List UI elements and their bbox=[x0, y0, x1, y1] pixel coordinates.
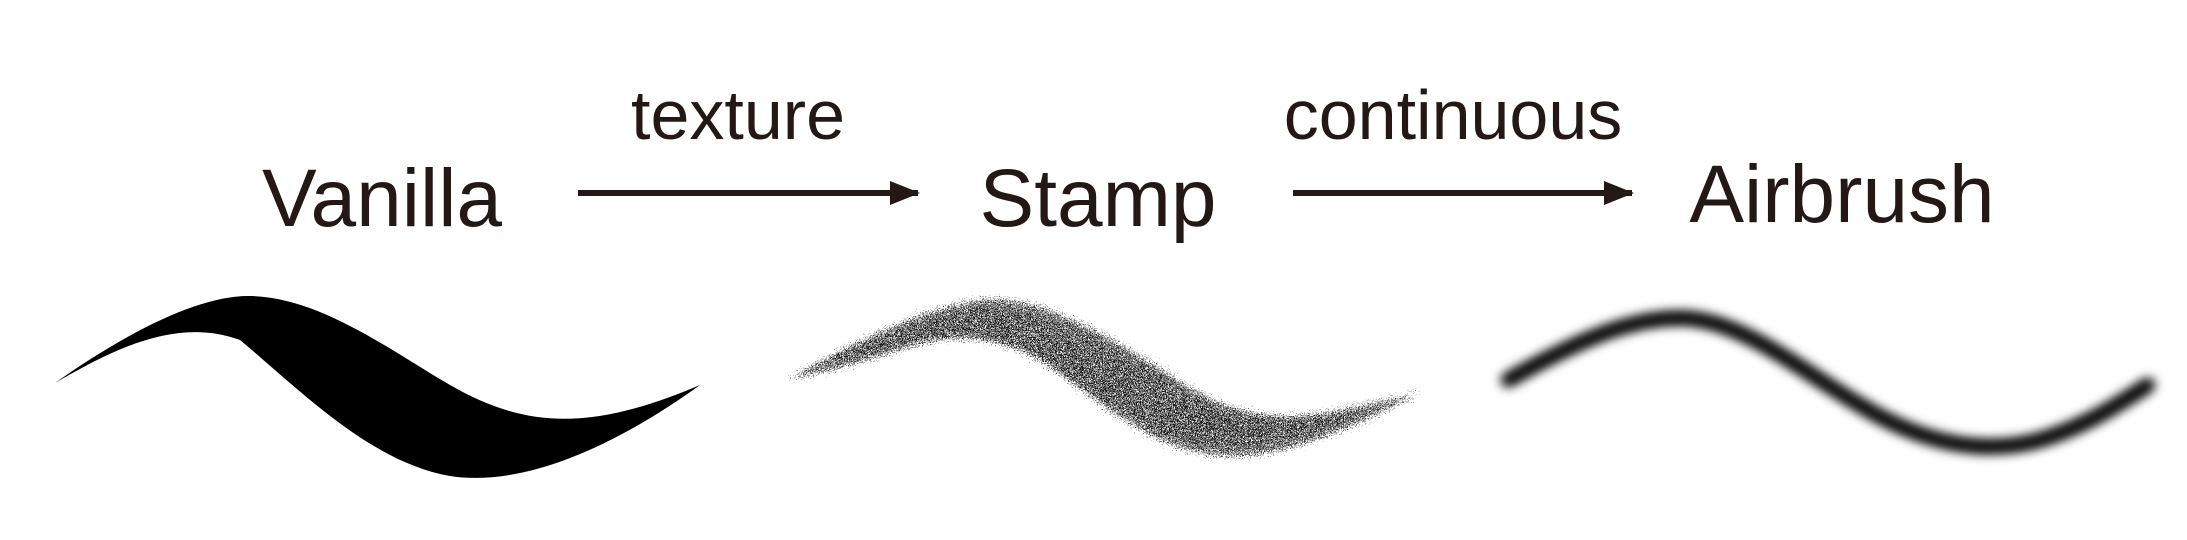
stage-label-airbrush: Airbrush bbox=[1689, 149, 1994, 240]
airbrush-brush-stroke bbox=[1501, 310, 2155, 454]
edge-label-continuous: continuous bbox=[1284, 76, 1623, 154]
edge-label-texture: texture bbox=[631, 76, 845, 154]
stage-label-stamp: Stamp bbox=[980, 153, 1217, 244]
vanilla-brush-stroke bbox=[55, 296, 700, 478]
stage-label-vanilla: Vanilla bbox=[262, 153, 502, 244]
stamp-brush-stroke bbox=[792, 299, 1420, 456]
